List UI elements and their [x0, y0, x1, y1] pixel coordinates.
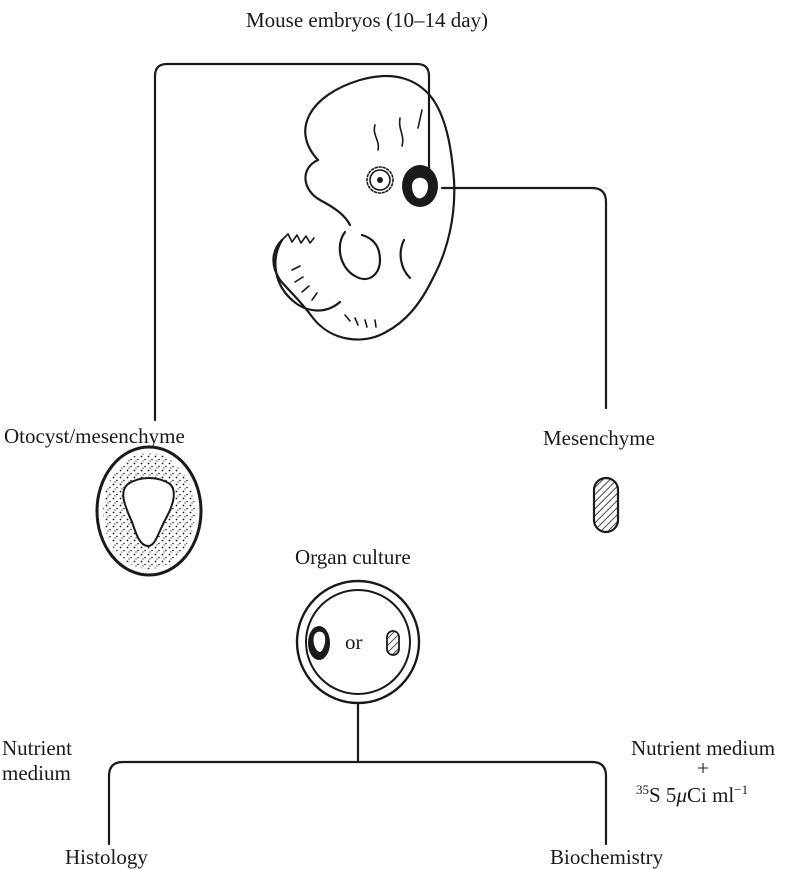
mesenchyme-explant-illustration [594, 478, 618, 532]
label-mesenchyme: Mesenchyme [543, 428, 655, 449]
connector-split [109, 762, 606, 844]
isotope-text: S 5 [649, 783, 676, 807]
isotope-mass-number: 35 [636, 782, 649, 797]
label-or: or [345, 632, 363, 653]
label-isotope-dose: 35S 5μCi ml−1 [636, 783, 748, 806]
embryo-illustration [273, 76, 454, 339]
label-nutrient-right-plus: + [618, 758, 786, 779]
connector-mesenchyme [442, 188, 606, 408]
unit-text: Ci ml [687, 783, 734, 807]
otocyst-explant-illustration [97, 447, 201, 575]
diagram-title: Mouse embryos (10–14 day) [228, 10, 506, 31]
label-biochemistry: Biochemistry [550, 847, 663, 868]
label-organ-culture: Organ culture [295, 547, 411, 568]
unit-exponent: −1 [734, 782, 748, 797]
label-nutrient-left-line2: medium [2, 763, 71, 784]
mu-symbol: μ [676, 783, 687, 807]
label-nutrient-left-line1: Nutrient [2, 738, 72, 759]
label-histology: Histology [65, 847, 148, 868]
label-otocyst-mesenchyme: Otocyst/mesenchyme [4, 426, 185, 447]
